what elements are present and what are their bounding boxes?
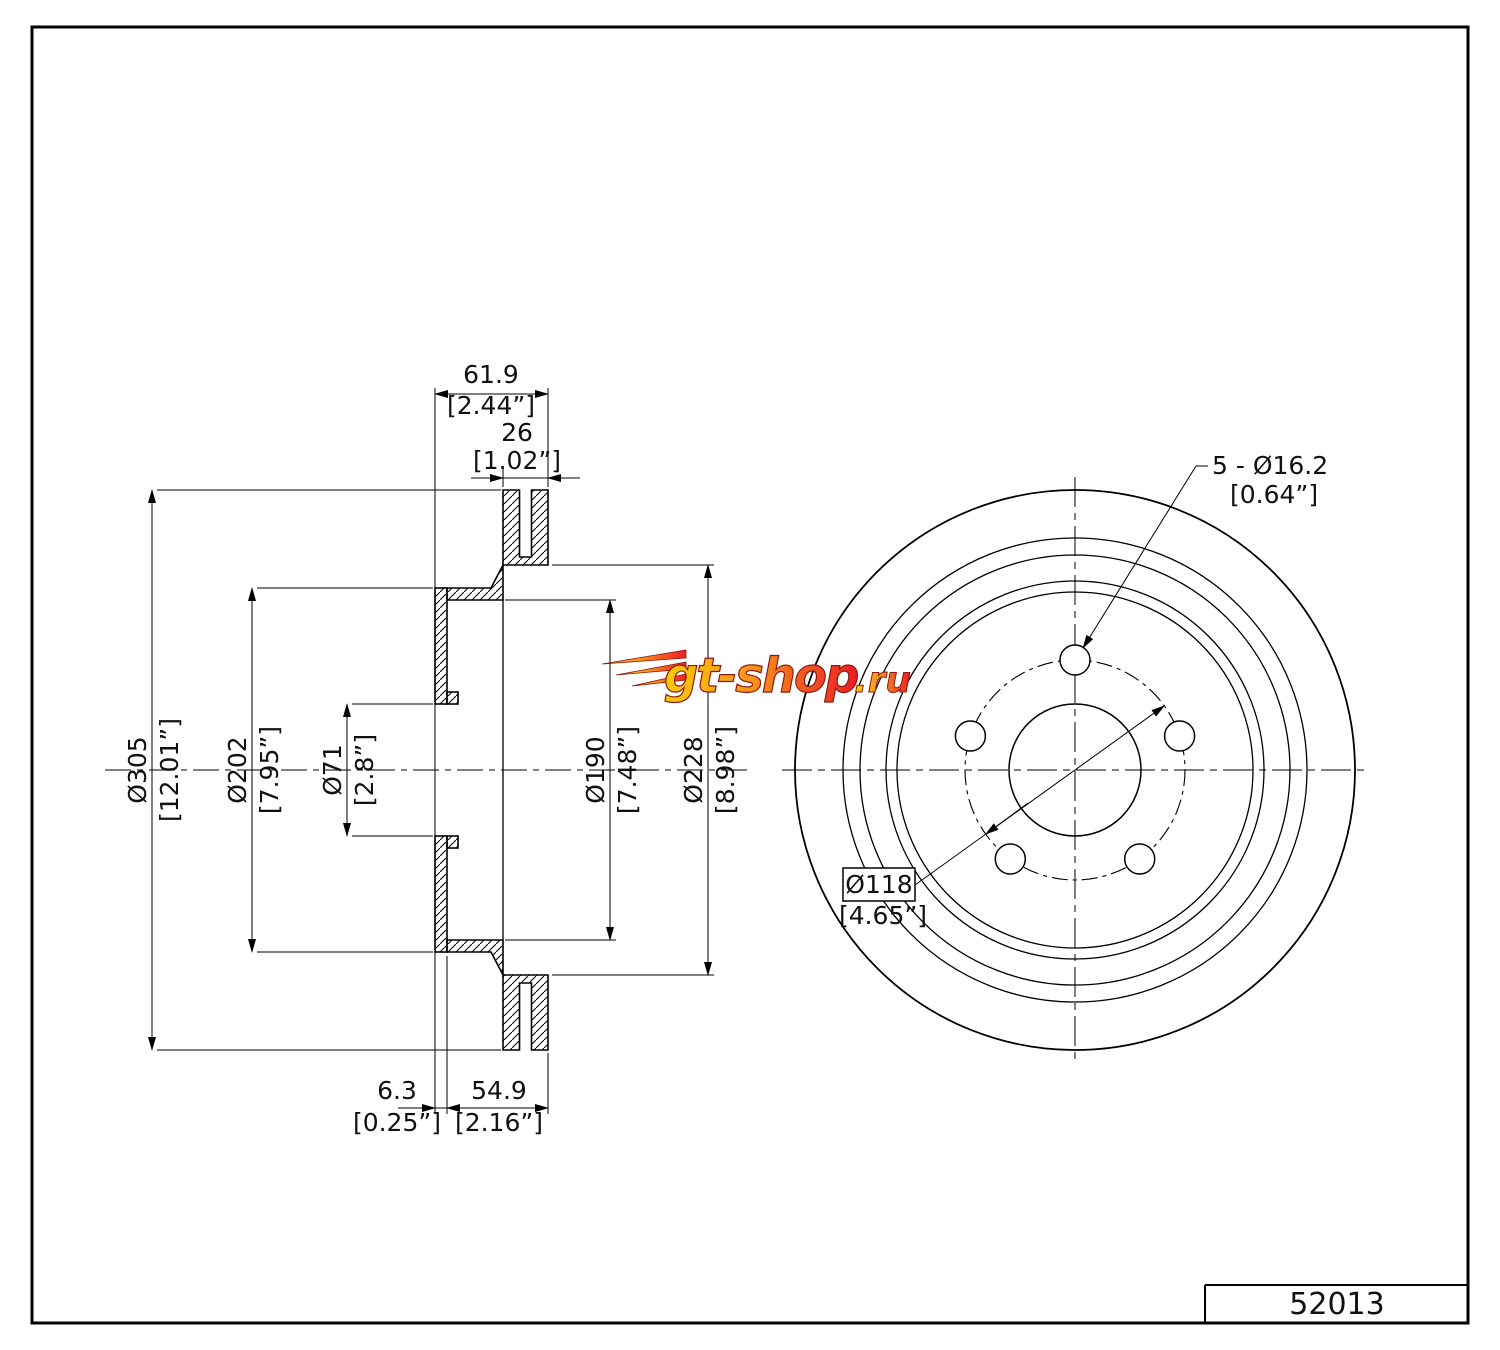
dim-depth-in: [2.16”] (455, 1108, 543, 1137)
callout-bolt-holes: 5 - Ø16.2 [0.64”] (1082, 451, 1328, 649)
braking-band-circle (842, 537, 1308, 1003)
flame-swoosh-icon (601, 649, 687, 687)
dim-disc-thickness: 26 [1.02”] (471, 418, 580, 482)
bolt-holes (954, 644, 1196, 875)
dim-drum-inner-mm: Ø190 (581, 736, 610, 803)
drum-inner-circle (896, 591, 1254, 949)
watermark-logo: gt-shop .ru (601, 647, 912, 705)
dim-band-inner-mm: Ø228 (679, 736, 708, 803)
center-bore-circle (1008, 703, 1142, 837)
section-view: 61.9 [2.44”] 26 [1.02”] Ø305 [12.01”] Ø2… (105, 360, 748, 1137)
drum-wall-bottom (446, 939, 504, 976)
dim-drum-inner: Ø190 [7.48”] (581, 599, 642, 941)
dim-flange-and-depth: 6.3 [0.25”] 54.9 [2.16”] (353, 1076, 549, 1137)
dim-overall-width: 61.9 [2.44”] (434, 360, 549, 420)
dim-disc-thickness-mm: 26 (501, 418, 533, 447)
disc-ring-top (502, 489, 549, 566)
hat-outer-circle (885, 580, 1265, 960)
callout-bolt-circle-in: [4.65”] (839, 901, 927, 930)
dim-outer-diameter-mm: Ø305 (123, 736, 152, 803)
dim-outer-diameter-in: [12.01”] (155, 718, 184, 822)
dim-band-inner: Ø228 [8.98”] (679, 564, 740, 976)
bolt-hole-right-lower (1123, 843, 1156, 875)
mount-face-bottom (434, 835, 448, 953)
mount-face-top (434, 587, 448, 705)
bore-boss-top (446, 691, 459, 705)
bolt-hole-left-lower (994, 843, 1027, 875)
braking-band-inner-circle (859, 554, 1291, 986)
sheet-border (30, 25, 1470, 1325)
dim-hat-diameter: Ø202 [7.95”] (223, 587, 284, 953)
dim-center-bore-in: [2.8”] (350, 734, 379, 806)
callout-bolt-holes-mm: 5 - Ø16.2 (1212, 451, 1328, 480)
bolt-hole-left-upper (954, 720, 987, 752)
dim-outer-diameter: Ø305 [12.01”] (123, 489, 184, 1051)
extension-lines (157, 388, 714, 1114)
dim-flange-in: [0.25”] (353, 1108, 441, 1137)
part-number: 52013 (1289, 1287, 1384, 1322)
dim-hat-diameter-in: [7.95”] (255, 726, 284, 814)
section-cut-material (434, 489, 549, 1051)
dim-center-bore-mm: Ø71 (318, 744, 347, 796)
outer-diameter-circle (794, 489, 1356, 1051)
bolt-hole-right-upper (1163, 720, 1196, 752)
dim-hat-diameter-mm: Ø202 (223, 736, 252, 803)
rotor-circles (794, 489, 1356, 1051)
dim-drum-inner-in: [7.48”] (613, 726, 642, 814)
watermark-text-suffix: .ru (854, 660, 911, 701)
title-block: 52013 (1204, 1284, 1468, 1323)
dim-depth-mm: 54.9 (471, 1076, 527, 1105)
bolt-circle-label-box (842, 867, 916, 902)
dim-overall-width-mm: 61.9 (463, 360, 519, 389)
dim-flange-mm: 6.3 (377, 1076, 417, 1105)
watermark-text-main: gt-shop (664, 648, 858, 704)
callout-bolt-circle: Ø118 [4.65”] (839, 705, 1166, 930)
dim-disc-thickness-in: [1.02”] (473, 446, 561, 475)
dim-center-bore: Ø71 [2.8”] (318, 703, 379, 837)
front-view: 5 - Ø16.2 [0.64”] Ø118 [4.65”] (782, 451, 1368, 1063)
callout-bolt-holes-in: [0.64”] (1230, 480, 1318, 509)
disc-ring-bottom (502, 974, 549, 1051)
drum-wall-top (446, 564, 504, 601)
callout-bolt-circle-mm: Ø118 (845, 870, 912, 899)
dim-overall-width-in: [2.44”] (447, 391, 535, 420)
dim-band-inner-in: [8.98”] (711, 726, 740, 814)
bolt-hole-top (1059, 644, 1091, 676)
bore-boss-bottom (446, 835, 459, 849)
